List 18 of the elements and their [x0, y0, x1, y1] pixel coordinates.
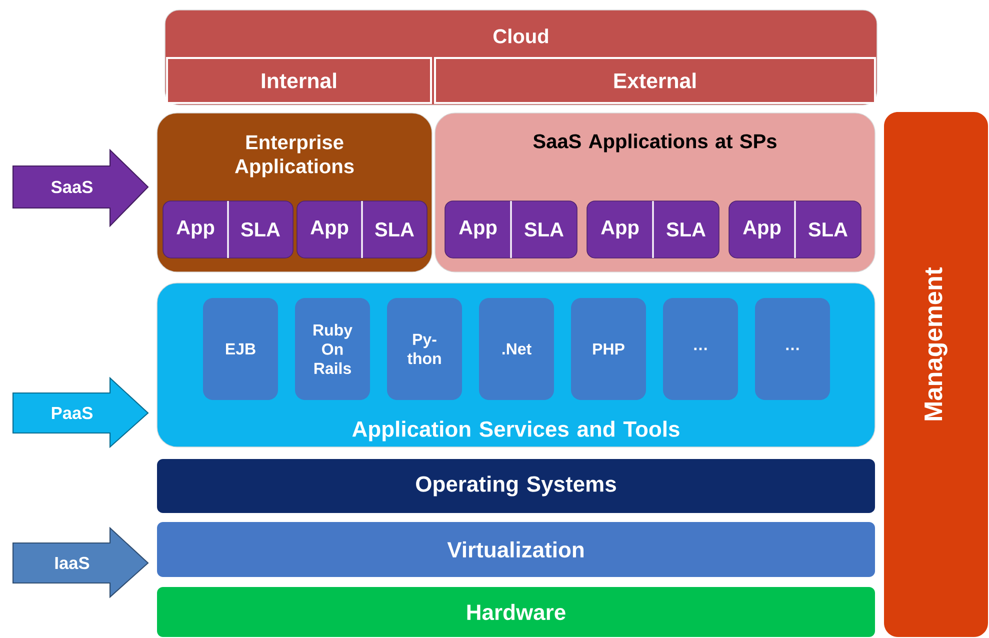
app-sla-box: App SLA — [728, 200, 862, 258]
app-sla-box: App SLA — [444, 200, 578, 258]
tool-box: … — [755, 298, 830, 400]
tool-box: Py- thon — [387, 298, 462, 400]
app-sla-box: App SLA — [586, 200, 720, 258]
management-bar: Management — [884, 112, 988, 637]
layer-bar: Hardware — [157, 587, 875, 637]
layer-bar: Virtualization — [157, 522, 875, 577]
layer-bar: Operating Systems — [157, 459, 875, 513]
tool-box: Ruby On Rails — [295, 298, 370, 400]
app-sla-box: App SLA — [296, 200, 428, 258]
tool-box: .Net — [479, 298, 554, 400]
tool-box: … — [663, 298, 738, 400]
tool-box: PHP — [571, 298, 646, 400]
cloud-cell: Internal — [166, 57, 432, 104]
app-sla-box: App SLA — [162, 200, 294, 258]
cloud-cell: External — [434, 57, 876, 104]
tool-box: EJB — [203, 298, 278, 400]
